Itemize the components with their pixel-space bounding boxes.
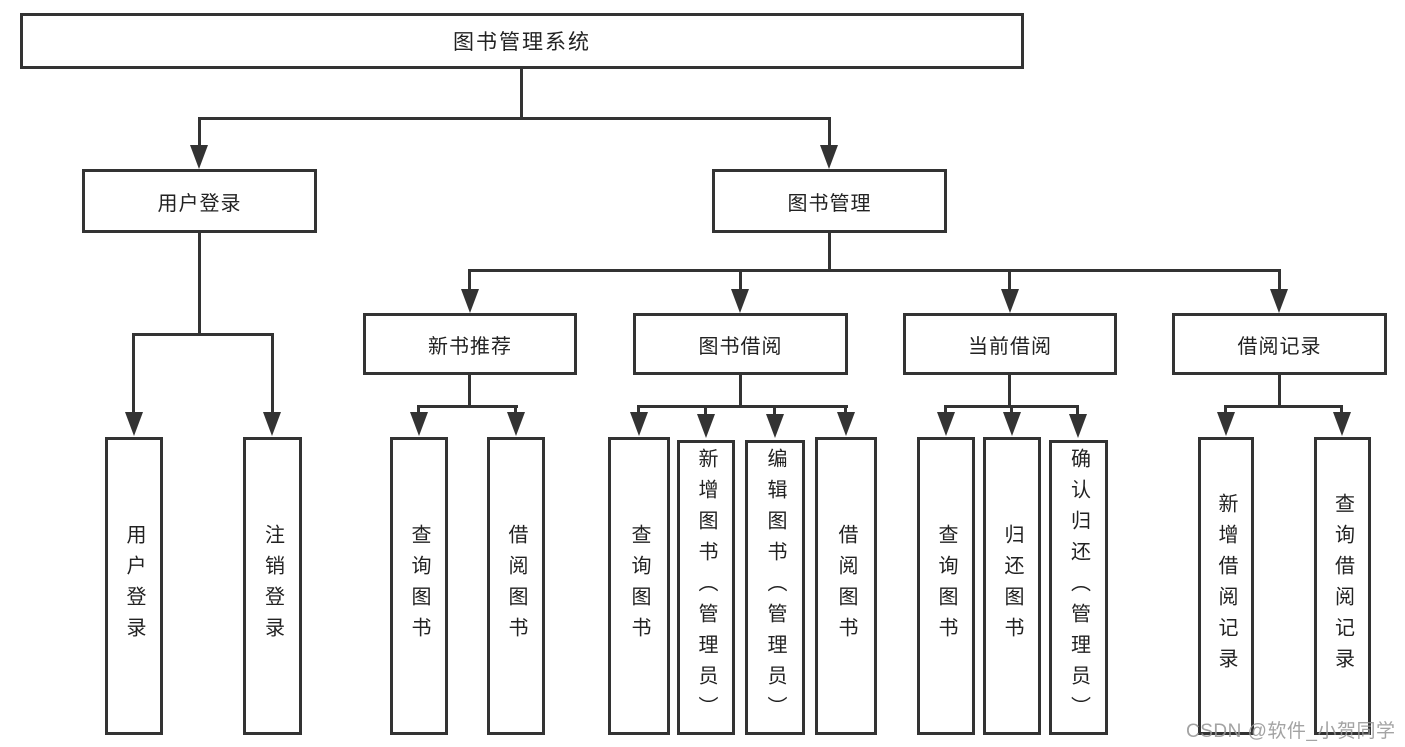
node-root: 图书管理系统 [20,13,1024,69]
node-current-borrow: 当前借阅 [903,313,1117,375]
node-label: 新增图书（管理员） [695,448,717,727]
node-label: 查询图书 [408,524,430,648]
connector-line [271,333,274,418]
leaf-query-books-borrow: 查询图书 [608,437,670,735]
connector-line [520,69,523,120]
node-label: 借阅记录 [1237,335,1322,358]
connector-line [1008,375,1011,408]
arrowhead-icon [766,414,784,438]
node-borrow-record: 借阅记录 [1172,313,1387,375]
connector-line [468,269,1281,272]
connector-line [1008,269,1011,291]
arrowhead-icon [461,289,479,313]
arrowhead-icon [630,412,648,436]
node-label: 编辑图书（管理员） [764,448,786,727]
arrowhead-icon [125,412,143,436]
arrowhead-icon [1069,414,1087,438]
arrowhead-icon [1270,289,1288,313]
connector-line [844,405,847,415]
leaf-borrow-books-recommend: 借阅图书 [487,437,545,735]
leaf-user-login: 用户登录 [105,437,163,735]
connector-line [198,117,831,120]
node-label: 新增借阅记录 [1215,493,1237,679]
node-book-management: 图书管理 [712,169,947,233]
connector-line [417,405,420,415]
connector-line [704,405,707,415]
arrowhead-icon [697,414,715,438]
connector-line [1224,405,1343,408]
arrowhead-icon [507,412,525,436]
connector-line [1278,269,1281,291]
connector-line [198,233,201,336]
connector-line [739,269,742,291]
leaf-borrow-books: 借阅图书 [815,437,877,735]
arrowhead-icon [731,289,749,313]
connector-line [514,405,517,415]
connector-line [198,117,201,150]
arrowhead-icon [820,145,838,169]
connector-line [828,117,831,150]
arrowhead-icon [1217,412,1235,436]
leaf-query-borrow-record: 查询借阅记录 [1314,437,1371,735]
connector-line [944,405,947,415]
connector-line [637,405,640,415]
leaf-add-borrow-record: 新增借阅记录 [1198,437,1254,735]
node-label: 当前借阅 [968,335,1052,358]
node-label: 注销登录 [261,524,284,648]
node-label: 用户登录 [157,192,242,215]
node-label: 图书管理系统 [453,31,591,54]
leaf-logout-login: 注销登录 [243,437,302,735]
leaf-confirm-return-admin: 确认归还（管理员） [1049,440,1108,735]
connector-line [417,405,518,408]
node-book-borrow: 图书借阅 [633,313,848,375]
node-label: 用户登录 [123,524,145,648]
connector-line [1076,405,1079,415]
connector-line [132,333,135,418]
node-label: 查询借阅记录 [1331,493,1354,679]
node-label: 归还图书 [1001,524,1023,648]
node-label: 确认归还（管理员） [1067,448,1090,727]
node-label: 图书管理 [787,192,872,215]
arrowhead-icon [937,412,955,436]
arrowhead-icon [1001,289,1019,313]
node-label: 新书推荐 [428,335,512,358]
node-label: 借阅图书 [505,524,527,648]
connector-line [828,233,831,272]
leaf-edit-books-admin: 编辑图书（管理员） [745,440,805,735]
watermark: CSDN @软件_小贺同学 [1186,721,1396,742]
node-label: 查询图书 [935,524,957,648]
arrowhead-icon [410,412,428,436]
leaf-add-books-admin: 新增图书（管理员） [677,440,735,735]
connector-line [132,333,274,336]
arrowhead-icon [1333,412,1351,436]
connector-line [468,375,471,408]
connector-line [637,405,848,408]
node-label: 借阅图书 [835,524,857,648]
arrowhead-icon [837,412,855,436]
arrowhead-icon [263,412,281,436]
connector-line [773,405,776,415]
connector-line [1010,405,1013,415]
node-label: 查询图书 [628,524,650,648]
node-user-login: 用户登录 [82,169,317,233]
node-new-book-recommend: 新书推荐 [363,313,577,375]
arrowhead-icon [190,145,208,169]
connector-line [468,269,471,291]
connector-line [1224,405,1227,415]
connector-line [1340,405,1343,415]
leaf-return-books: 归还图书 [983,437,1041,735]
arrowhead-icon [1003,412,1021,436]
connector-line [739,375,742,408]
leaf-query-books-current: 查询图书 [917,437,975,735]
node-label: 图书借阅 [698,335,783,358]
leaf-query-books-recommend: 查询图书 [390,437,448,735]
connector-line [1278,375,1281,408]
